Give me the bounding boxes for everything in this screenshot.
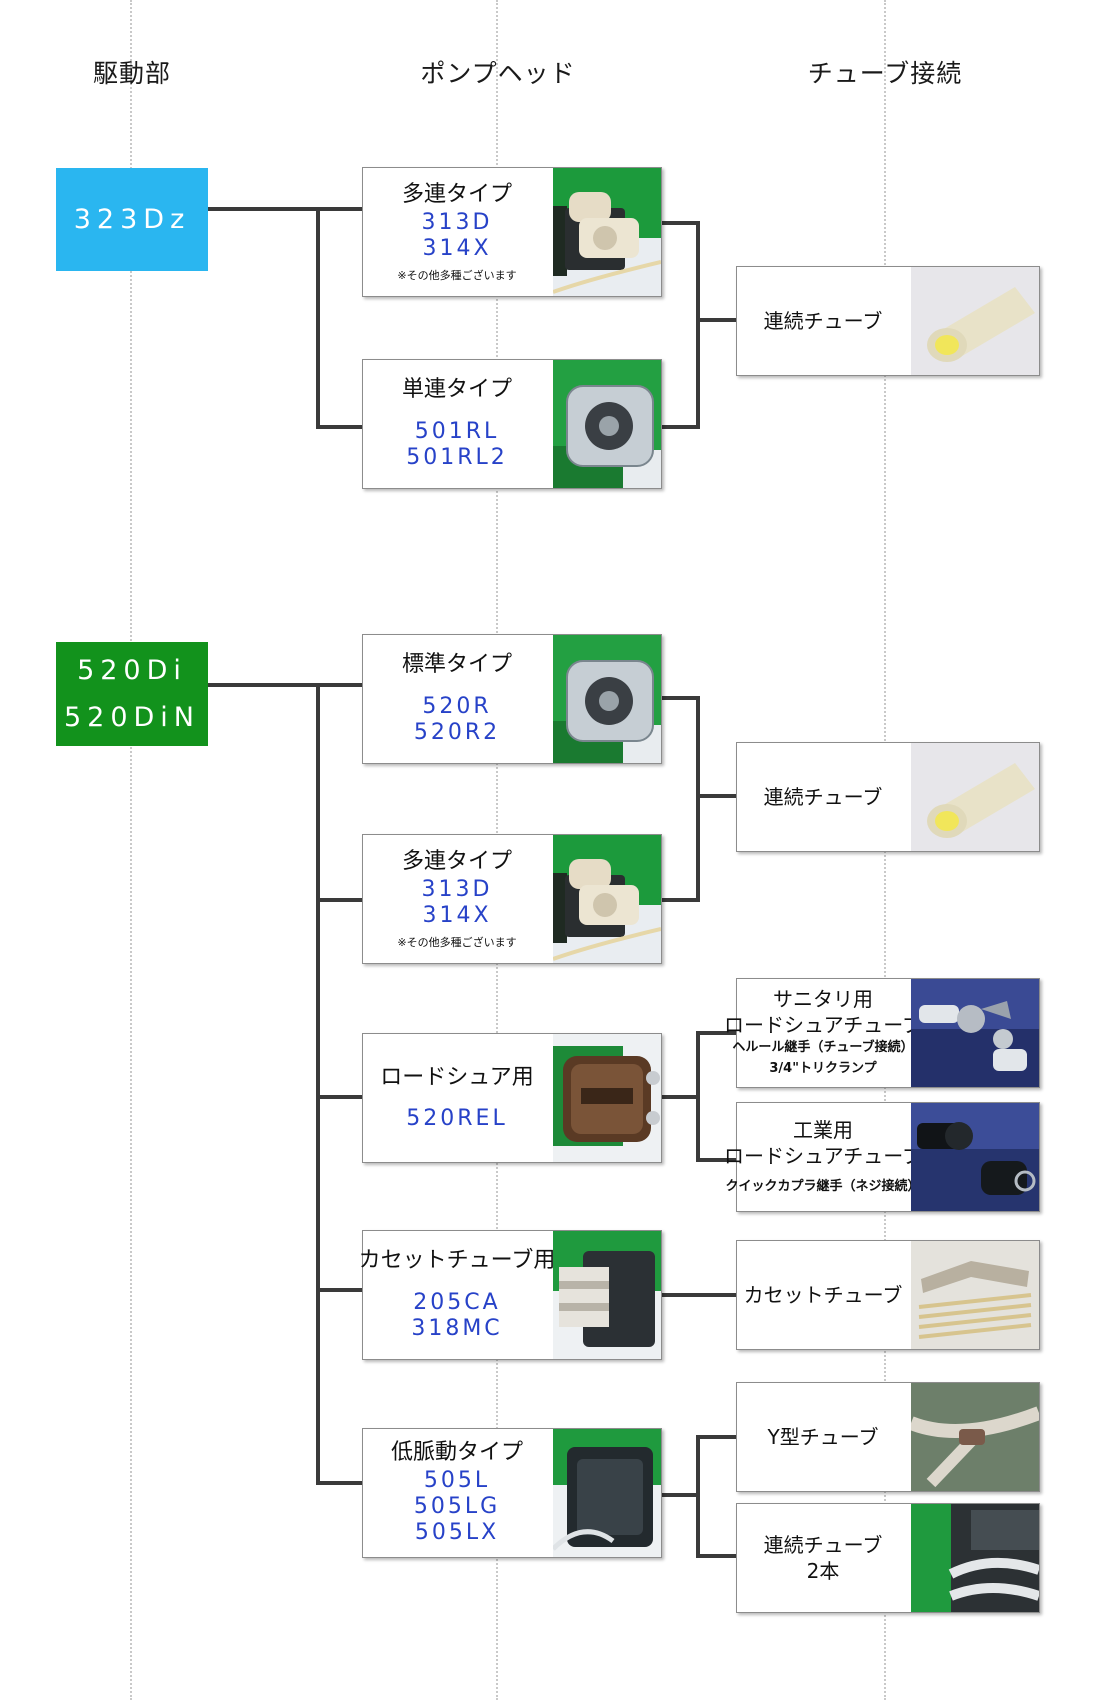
model-number: 314X [422,903,492,929]
model-number: 313D [421,209,493,235]
industrial-coupler-photo [911,1103,1039,1211]
pump-head-low-pulsation[interactable]: 低脈動タイプ 505L 505LG 505LX [362,1428,662,1558]
model-number: 314X [422,236,492,262]
connection-industrial-loadsure[interactable]: 工業用 ロードシュアチューブ クイックカプラ継手（ネジ接続） [724,1102,1040,1212]
pump-type-label: 多連タイプ [401,849,512,875]
connection-label: 連続チューブ [763,785,883,809]
drive-unit-323dz[interactable]: 323Dz [56,168,208,271]
model-number: 501RL2 [406,445,508,471]
drive-model-label: 520DiN [63,702,201,733]
connection-continuous-tube[interactable]: 連続チューブ [736,266,1040,376]
header-drive: 駆動部 [92,59,171,88]
column-guide-drive [130,0,132,1700]
pump-type-label: 標準タイプ [401,652,512,678]
low-pulsation-pump-photo [553,1429,661,1557]
connection-y-tube[interactable]: Y型チューブ [736,1382,1040,1492]
pump-type-label: ロードシュア用 [380,1064,534,1090]
connection-sanitary-loadsure[interactable]: サニタリ用 ロードシュアチューブ ヘルール継手（チューブ接続） 3/4"トリクラ… [724,978,1040,1088]
drive-unit-520di[interactable]: 520Di 520DiN [56,642,208,746]
multi-channel-pump-photo [553,835,661,963]
pump-type-label: カセットチューブ用 [358,1248,556,1274]
connection-label: 連続チューブ [763,309,883,333]
pump-head-cassette[interactable]: カセットチューブ用 205CA 318MC [358,1230,662,1360]
model-number: 505L [423,1467,491,1493]
pump-head-multi-channel[interactable]: 多連タイプ 313D 314X ※その他多種ございます [362,167,662,297]
pump-head-standard[interactable]: 標準タイプ 520R 520R2 [362,634,662,764]
header-tube-connection: チューブ接続 [807,59,963,88]
model-number: 505LX [414,1520,500,1546]
standard-pump-photo [553,635,661,763]
pump-note: ※その他多種ございます [397,268,517,282]
header-pump-head: ポンプヘッド [420,59,576,88]
connection-detail: クイックカプラ継手（ネジ接続） [725,1178,921,1194]
model-number: 313D [421,876,493,902]
connection-label: Y型チューブ [767,1425,879,1449]
drive-model-label: 323Dz [73,203,191,235]
connection-label: カセットチューブ [743,1283,903,1307]
y-tube-photo [911,1383,1039,1491]
cassette-pump-photo [553,1231,661,1359]
connection-continuous-tube[interactable]: 連続チューブ [736,742,1040,852]
pump-type-label: 単連タイプ [401,377,512,403]
model-number: 318MC [411,1316,503,1342]
connection-label: ロードシュアチューブ [724,1013,922,1038]
pump-type-label: 多連タイプ [401,182,512,208]
connection-cassette-tube[interactable]: カセットチューブ [736,1240,1040,1350]
pump-note: ※その他多種ございます [397,935,517,949]
connection-label: 工業用 [793,1117,853,1142]
connection-label: ロードシュアチューブ [724,1143,922,1168]
model-number: 205CA [413,1289,501,1315]
model-number: 505LG [413,1494,501,1520]
connection-detail: 3/4"トリクランプ [769,1061,877,1076]
multi-channel-pump-photo [553,168,661,296]
loadsure-pump-photo [553,1034,661,1162]
pump-head-loadsure[interactable]: ロードシュア用 520REL [362,1033,662,1163]
continuous-tube-photo [911,743,1039,851]
model-number: 520REL [406,1106,508,1132]
connection-label: サニタリ用 [773,987,873,1012]
pump-head-multi-channel[interactable]: 多連タイプ 313D 314X ※その他多種ございます [362,834,662,964]
drive-model-label: 520Di [77,654,187,686]
connection-twin-continuous-tube[interactable]: 連続チューブ 2本 [736,1503,1040,1613]
continuous-tube-photo [911,267,1039,375]
connection-label: 連続チューブ [763,1533,883,1557]
model-number: 501RL [414,418,500,444]
sanitary-fitting-photo [911,979,1039,1087]
pump-type-label: 低脈動タイプ [390,1440,523,1466]
cassette-tube-photo [911,1241,1039,1349]
pump-head-single-channel[interactable]: 単連タイプ 501RL 501RL2 [362,359,662,489]
model-number: 520R2 [413,720,501,746]
connection-detail: ヘルール継手（チューブ接続） [732,1040,914,1056]
model-number: 520R [422,693,492,719]
twin-tube-photo [911,1504,1039,1612]
connection-label: 2本 [806,1559,840,1583]
single-channel-pump-photo [553,360,661,488]
